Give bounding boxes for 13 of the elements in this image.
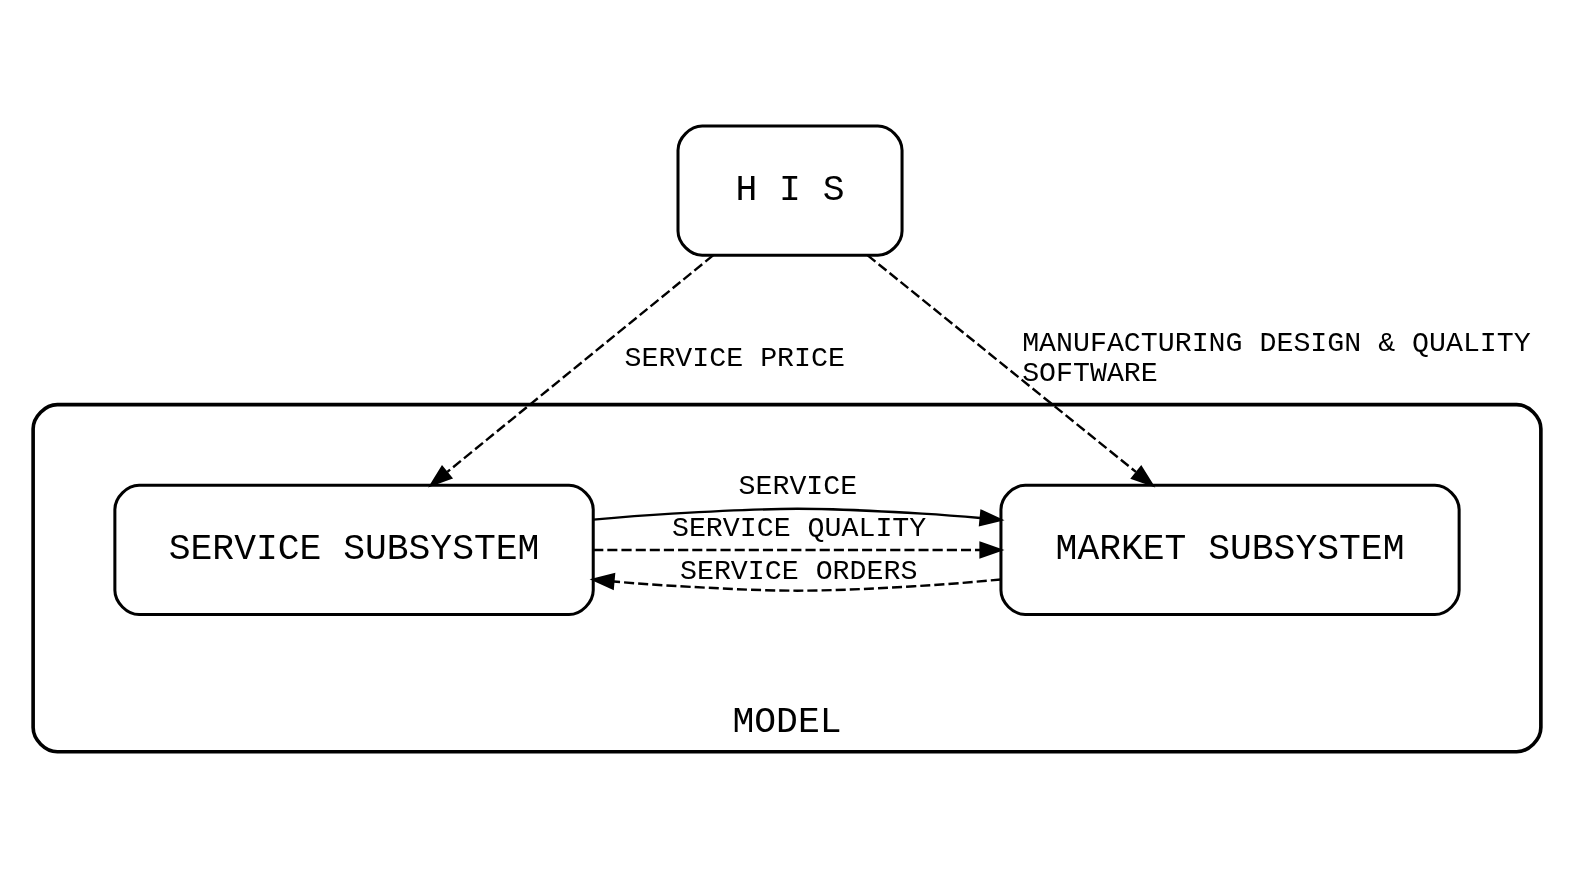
node-box: H I S bbox=[676, 124, 904, 257]
node-box: MARKET SUBSYSTEM bbox=[999, 483, 1461, 616]
edge-label: MANUFACTURING DESIGN & QUALITY SOFTWARE bbox=[1022, 326, 1531, 389]
arrow bbox=[866, 253, 1156, 488]
arrow bbox=[593, 540, 1005, 559]
node-box: SERVICE SUBSYSTEM bbox=[113, 483, 595, 616]
arrow bbox=[589, 572, 1001, 592]
edge-label: SERVICE bbox=[738, 469, 858, 502]
arrow bbox=[593, 507, 1005, 527]
edge-label: SERVICE ORDERS bbox=[680, 554, 918, 587]
edge-label: SERVICE PRICE bbox=[624, 341, 845, 374]
arrow bbox=[428, 253, 714, 488]
edge-label: SERVICE QUALITY bbox=[671, 511, 927, 544]
